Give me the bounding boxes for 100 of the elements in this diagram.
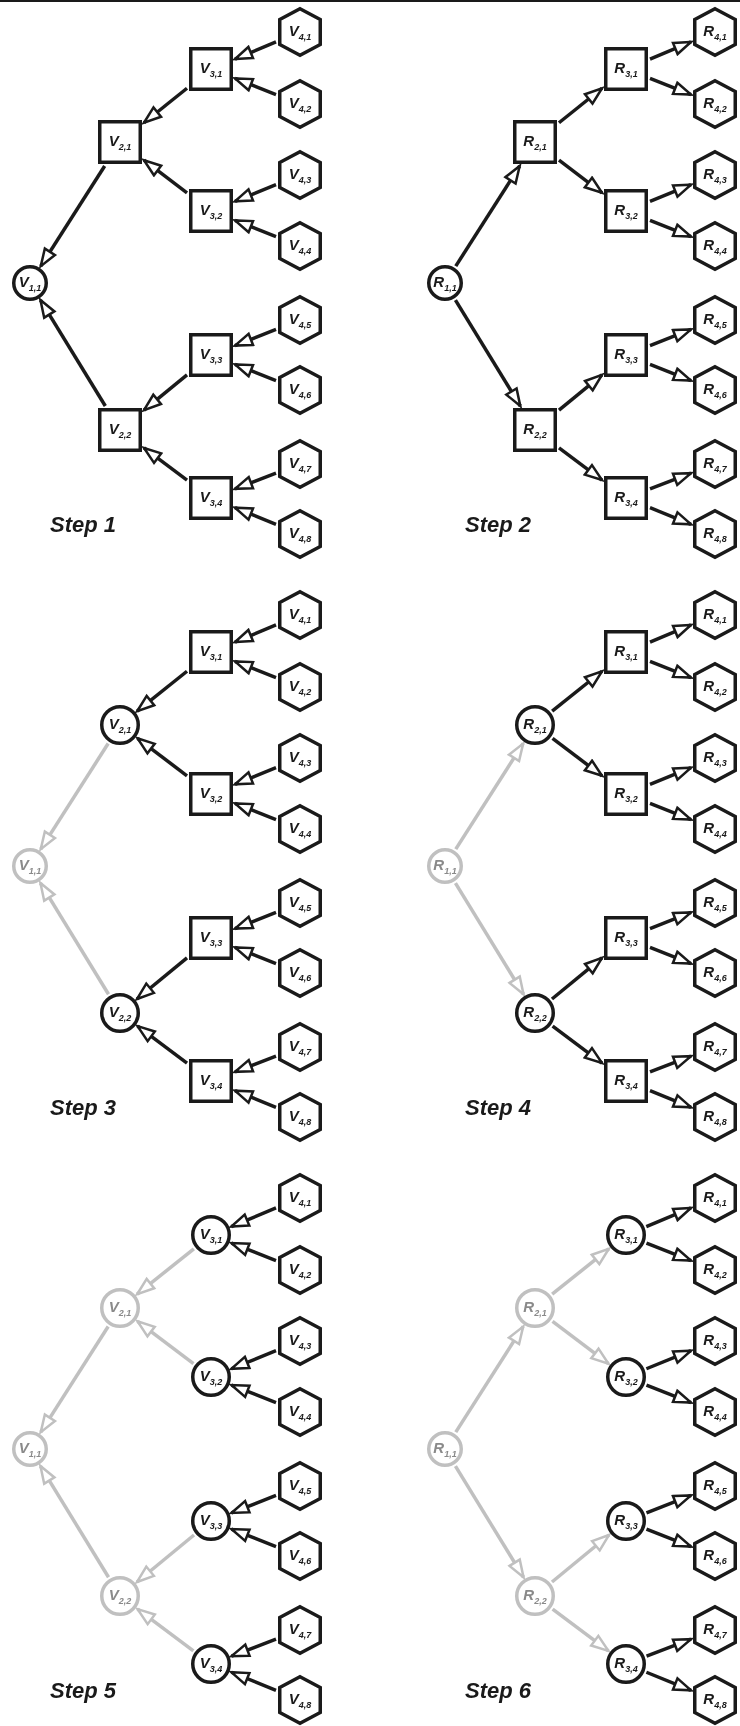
node-label: V$_{4,6}$ [288, 1546, 312, 1566]
node-label: R$_{4,8}$ [703, 524, 727, 544]
node-label: V$_{3,1}$ [199, 642, 223, 662]
square-node [189, 916, 233, 960]
arrow [233, 945, 277, 966]
node-label: V$_{3,2}$ [199, 784, 223, 804]
square-node [604, 772, 648, 816]
node-label: V$_{4,2}$ [288, 94, 312, 114]
node-label: V$_{4,8}$ [288, 524, 312, 544]
node-label: V$_{4,2}$ [288, 677, 312, 697]
arrow [649, 623, 693, 644]
hexagon-node [278, 1605, 322, 1655]
arrow [233, 183, 277, 203]
arrow [551, 1319, 610, 1366]
hexagon-node [693, 733, 737, 783]
hexagon-node [693, 1605, 737, 1655]
node-label: V$_{4,3}$ [288, 748, 312, 768]
circle-node [606, 1215, 646, 1255]
hexagon-node [278, 1022, 322, 1072]
arrow [649, 506, 693, 526]
arrow [233, 40, 277, 61]
arrow [135, 1247, 195, 1296]
hexagon-node [278, 662, 322, 712]
arrow [649, 801, 693, 822]
hexagon-node [278, 1675, 322, 1725]
node-label: R$_{3,3}$ [614, 345, 638, 365]
node-label: R$_{4,8}$ [703, 1690, 727, 1710]
arrow [38, 881, 110, 996]
circle-node [427, 848, 463, 884]
step-label: Step 4 [465, 1095, 532, 1121]
node-label: R$_{3,4}$ [614, 1654, 638, 1674]
arrow [454, 164, 522, 268]
node-label: R$_{4,5}$ [703, 310, 727, 330]
node-label: R$_{4,4}$ [703, 1402, 727, 1422]
square-node [513, 120, 557, 164]
node-label: V$_{4,4}$ [288, 1402, 312, 1422]
hexagon-node [278, 1316, 322, 1366]
arrow [557, 86, 604, 125]
arrow [233, 362, 277, 383]
square-node [98, 120, 142, 164]
hexagon-node [693, 79, 737, 129]
arrow [645, 1637, 693, 1658]
node-label: V$_{3,3}$ [199, 1511, 223, 1531]
node-label: V$_{1,1}$ [18, 856, 42, 876]
hexagon-node [278, 509, 322, 559]
arrow [551, 1024, 604, 1065]
step-label: Step 5 [50, 1678, 117, 1704]
step-label: Step 6 [465, 1678, 532, 1704]
arrow [550, 1533, 611, 1584]
square-node [604, 47, 648, 91]
hexagon-node [693, 7, 737, 57]
node-label: R$_{4,6}$ [703, 1546, 727, 1566]
node-label: R$_{4,1}$ [703, 22, 727, 42]
node-label: R$_{4,3}$ [703, 748, 727, 768]
node-label: V$_{4,5}$ [288, 893, 312, 913]
arrow [230, 1349, 277, 1371]
arrow [645, 1349, 693, 1371]
arrow [135, 956, 189, 1001]
node-label: V$_{4,1}$ [288, 605, 312, 625]
arrow [649, 766, 693, 786]
arrow [233, 766, 277, 786]
hexagon-node [278, 7, 322, 57]
hexagon-node [693, 590, 737, 640]
arrow [233, 659, 277, 680]
square-node [604, 476, 648, 520]
arrow [136, 736, 189, 778]
arrow [230, 1383, 277, 1405]
hexagon-node [693, 1461, 737, 1511]
node-label: R$_{4,3}$ [703, 165, 727, 185]
hexagon-node [693, 1092, 737, 1142]
arrow [233, 327, 277, 348]
circle-node [100, 1288, 140, 1328]
node-label: R$_{3,4}$ [614, 1071, 638, 1091]
square-node [189, 476, 233, 520]
arrow [38, 298, 107, 407]
arrow [551, 736, 604, 778]
node-label: V$_{3,4}$ [199, 1071, 223, 1091]
node-label: V$_{3,1}$ [199, 59, 223, 79]
hexagon-node [278, 1092, 322, 1142]
arrow [649, 40, 693, 61]
circle-node [100, 1576, 140, 1616]
hexagon-node [693, 948, 737, 998]
step-label: Step 3 [50, 1095, 117, 1121]
node-label: R$_{2,2}$ [523, 420, 547, 440]
node-label: R$_{4,5}$ [703, 1476, 727, 1496]
node-label: R$_{4,3}$ [703, 1331, 727, 1351]
hexagon-node [693, 1316, 737, 1366]
node-label: R$_{4,2}$ [703, 1260, 727, 1280]
node-label: R$_{4,7}$ [703, 1037, 727, 1057]
node-label: V$_{4,4}$ [288, 236, 312, 256]
node-label: R$_{3,2}$ [614, 784, 638, 804]
node-label: V$_{1,1}$ [18, 1439, 42, 1459]
arrow [233, 506, 277, 526]
hexagon-node [278, 1245, 322, 1295]
node-label: V$_{4,7}$ [288, 1037, 312, 1057]
node-label: R$_{3,1}$ [614, 1225, 638, 1245]
node-label: V$_{4,7}$ [288, 454, 312, 474]
node-label: R$_{4,4}$ [703, 819, 727, 839]
arrow [649, 1054, 693, 1074]
circle-node [515, 1576, 555, 1616]
